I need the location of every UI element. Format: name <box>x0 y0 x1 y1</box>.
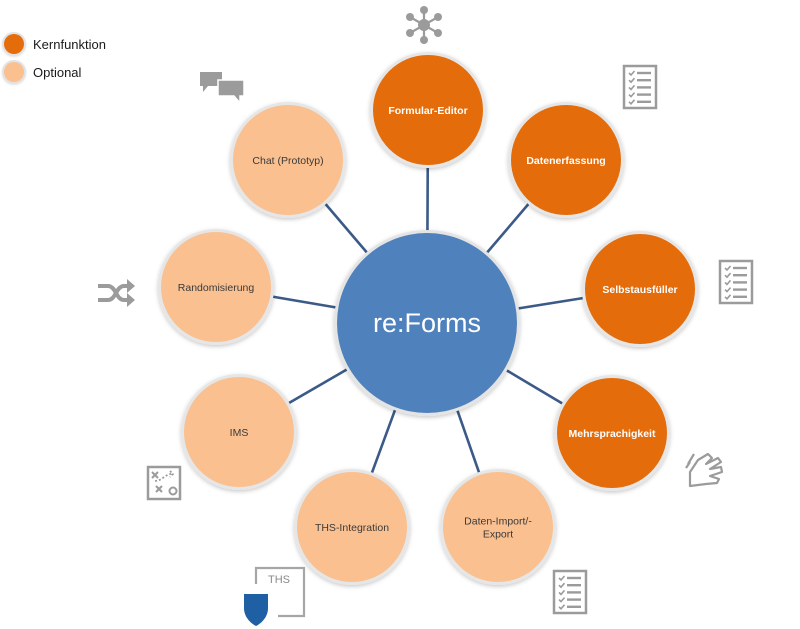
node-circle <box>585 234 695 344</box>
shuffle-icon <box>98 279 135 307</box>
node-circle <box>511 105 621 215</box>
connector-ims <box>288 368 349 405</box>
network-icon <box>406 6 442 44</box>
node-circle <box>443 472 553 582</box>
node-circle <box>233 105 343 215</box>
ths-logo-text: THS <box>268 574 290 586</box>
node-randomisierung: Randomisierung <box>158 229 274 345</box>
node-mehrsprachigkeit: Mehrsprachigkeit <box>554 375 670 491</box>
node-label: Datenerfassung <box>526 155 605 167</box>
connector-selbstausfueller <box>517 296 583 310</box>
legend-label-optional: Optional <box>33 64 82 80</box>
connector-ths-integration <box>370 408 397 474</box>
ths-shield <box>244 594 268 626</box>
node-label: IMS <box>230 427 249 439</box>
node-ims: IMS <box>181 374 297 490</box>
legend: Kernfunktion Optional <box>4 30 106 86</box>
connector-chat-prototyp <box>324 203 369 254</box>
sign-language-icon <box>685 452 724 488</box>
legend-swatch-kernfunktion <box>4 34 24 54</box>
node-label: THS-Integration <box>315 522 389 534</box>
node-circle <box>557 378 667 488</box>
feature-icons: THS <box>98 6 754 626</box>
ths-house-outline <box>254 566 306 618</box>
node-daten-import-export: Daten-Import/-Export <box>440 469 556 585</box>
node-ths-integration: THS-Integration <box>294 469 410 585</box>
checklist-icon <box>552 569 588 615</box>
connector-randomisierung <box>272 295 337 309</box>
node-label: Formular-Editor <box>388 105 467 117</box>
checklist-icon <box>718 259 754 305</box>
hub-label: re:Forms <box>373 308 481 338</box>
legend-item-kernfunktion: Kernfunktion <box>4 30 106 58</box>
node-circle <box>297 472 407 582</box>
node-label: Daten-Import/-Export <box>464 516 532 541</box>
ths-logo-icon: THS <box>244 566 306 626</box>
node-label: Selbstausfüller <box>602 284 677 296</box>
node-formular-editor: Formular-Editor <box>370 52 486 168</box>
chat-bubbles-icon <box>200 72 245 106</box>
node-label: Chat (Prototyp) <box>252 155 323 167</box>
node-circle <box>373 55 483 165</box>
connectors <box>272 167 583 474</box>
connector-daten-import-export <box>456 409 481 473</box>
node-circle <box>161 232 271 342</box>
node-datenerfassung: Datenerfassung <box>508 102 624 218</box>
feature-nodes: Formular-EditorDatenerfassungSelbstausfü… <box>158 52 698 585</box>
strategy-board-icon <box>146 465 182 501</box>
legend-label-kernfunktion: Kernfunktion <box>33 36 106 52</box>
node-label: Mehrsprachigkeit <box>569 428 656 440</box>
connector-datenerfassung <box>485 203 530 254</box>
legend-swatch-optional <box>4 62 24 82</box>
connector-mehrsprachigkeit <box>505 368 563 405</box>
checklist-icon <box>622 64 658 110</box>
node-chat-prototyp: Chat (Prototyp) <box>230 102 346 218</box>
legend-item-optional: Optional <box>4 58 106 86</box>
node-circle <box>184 377 294 487</box>
node-selbstausfueller: Selbstausfüller <box>582 231 698 347</box>
hub-node: re:Forms <box>334 230 520 416</box>
hub-circle <box>337 233 517 413</box>
node-label: Randomisierung <box>178 282 255 294</box>
